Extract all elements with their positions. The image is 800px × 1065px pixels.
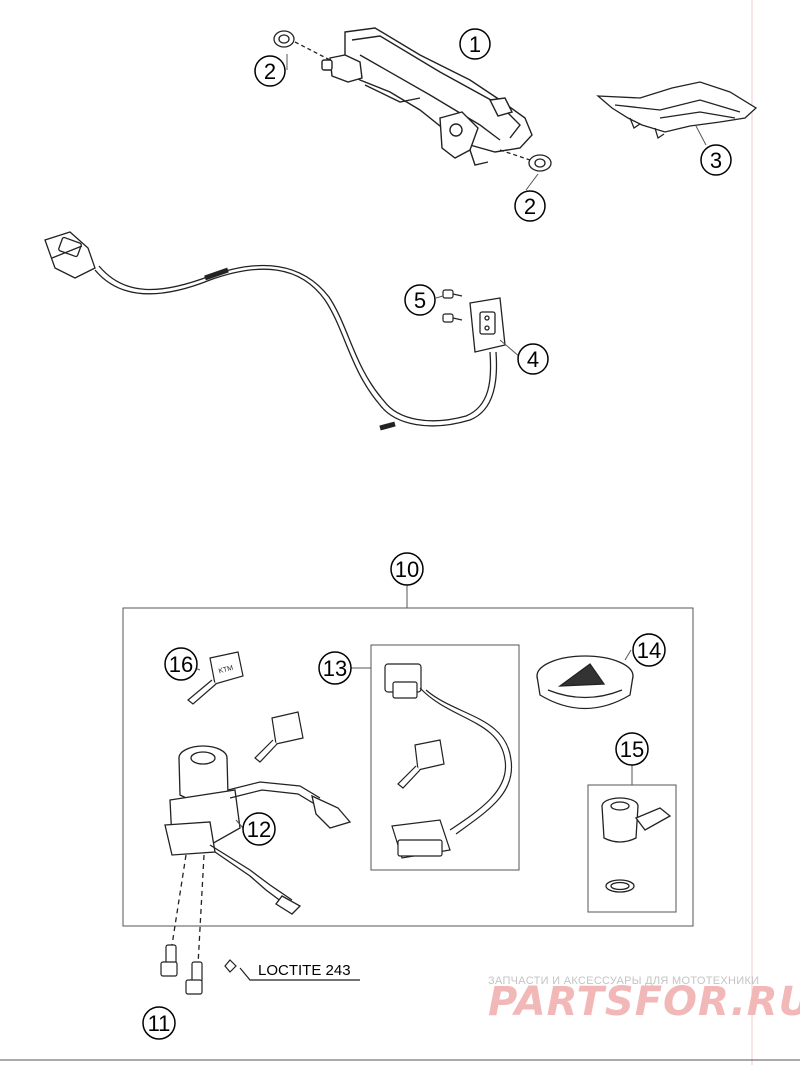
instrument-cluster <box>321 27 533 166</box>
callout-11: 11 <box>142 1006 176 1040</box>
bolts <box>160 944 360 995</box>
loctite-note: LOCTITE 243 <box>258 962 351 979</box>
ignition-harness <box>384 663 513 859</box>
speed-sensor-cable <box>94 264 498 431</box>
callout-12: 12 <box>242 812 276 846</box>
callout-2-top: 2 <box>254 55 286 87</box>
screws <box>442 289 463 323</box>
callout-14: 14 <box>632 633 666 667</box>
lock-cylinder <box>601 797 672 893</box>
callout-16: 16 <box>164 647 198 681</box>
watermark-tagline: ЗАПЧАСТИ И АКСЕССУАРЫ ДЛЯ МОТОТЕХНИКИ <box>488 975 759 987</box>
svg-text:1: 1 <box>469 32 481 57</box>
callout-2-bottom: 2 <box>514 190 546 222</box>
grommet-bottom <box>499 149 552 172</box>
callout-4: 4 <box>517 343 549 375</box>
kit-frame <box>122 585 694 927</box>
svg-text:KTM: KTM <box>218 665 234 676</box>
grommet-top <box>273 30 331 61</box>
callouts: 1 2 2 3 4 5 10 11 12 13 14 15 16 <box>142 28 732 1040</box>
fuel-cap <box>536 655 634 710</box>
ignition-lock <box>164 745 352 966</box>
svg-text:4: 4 <box>527 347 539 372</box>
svg-text:5: 5 <box>414 288 426 313</box>
callout-5: 5 <box>404 284 436 316</box>
svg-text:13: 13 <box>323 656 347 681</box>
callout-3: 3 <box>700 144 732 176</box>
svg-text:11: 11 <box>148 1011 171 1036</box>
svg-text:16: 16 <box>169 652 193 677</box>
key-13 <box>397 739 445 789</box>
svg-text:12: 12 <box>247 817 271 842</box>
svg-text:2: 2 <box>524 194 536 219</box>
callout-15: 15 <box>615 732 649 766</box>
svg-text:2: 2 <box>264 59 276 84</box>
watermark-brand: PARTSFOR.RU <box>488 979 800 1025</box>
svg-text:14: 14 <box>637 638 661 663</box>
callout-13: 13 <box>318 651 352 685</box>
svg-text:15: 15 <box>620 737 644 762</box>
leader-lines <box>183 54 707 829</box>
key-16: KTM <box>187 651 244 705</box>
sensor-block <box>469 297 506 353</box>
callout-10: 10 <box>390 552 424 586</box>
callout-1: 1 <box>459 28 491 60</box>
key-12 <box>254 711 304 763</box>
cable-connector-left <box>44 231 96 279</box>
svg-text:10: 10 <box>395 557 419 582</box>
svg-text:3: 3 <box>710 148 722 173</box>
cluster-cover <box>596 81 758 140</box>
